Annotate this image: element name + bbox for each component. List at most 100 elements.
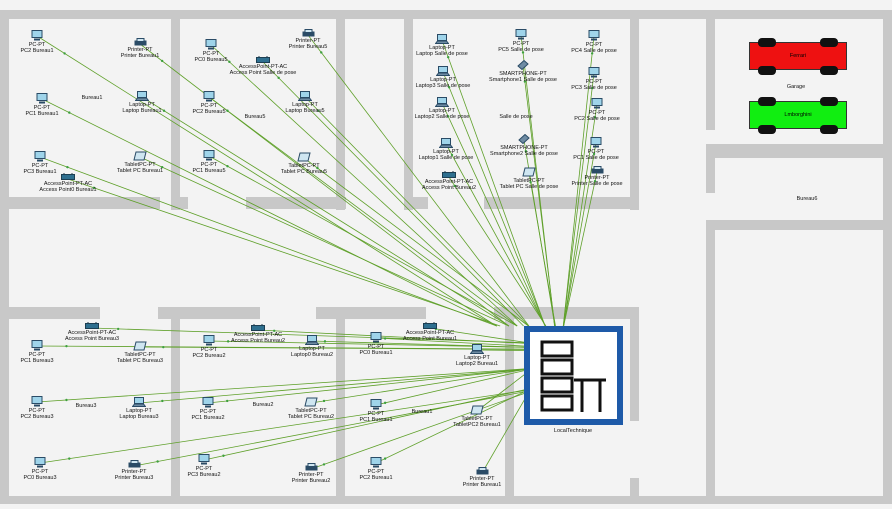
printer-icon <box>437 467 527 475</box>
link-status-dot <box>65 344 68 348</box>
link-laptop-salle <box>441 39 546 327</box>
device-model: TabletPC-PT <box>461 416 493 422</box>
pc-icon <box>166 39 256 50</box>
device-label: Access Point Bureau2 <box>421 185 477 192</box>
device-label: TabletPC2 Bureau1 <box>453 422 501 429</box>
pc-icon <box>164 150 254 161</box>
device-model: Laptop-PT <box>433 149 459 155</box>
link-status-dot <box>383 401 387 405</box>
pc-icon <box>331 332 421 343</box>
room-label-bureau2: Bureau2 <box>252 402 274 408</box>
pc-icon <box>551 137 641 148</box>
link-status-dot <box>92 186 96 190</box>
link-laptop-bureau5 <box>304 96 529 327</box>
link-status-dot <box>160 165 164 169</box>
wall <box>336 307 345 504</box>
link-status-dot <box>228 60 231 64</box>
link-status-dot <box>226 340 230 343</box>
link-pc3-salle <box>562 72 595 327</box>
link-pc0-bureau3 <box>39 389 529 464</box>
link-status-dot <box>68 457 71 460</box>
car-ferrari[interactable]: Ferrari <box>749 38 847 75</box>
device-label: Smartphone2 Salle de pose <box>490 151 558 158</box>
pc-icon <box>159 454 249 465</box>
device-label: Tablet PC Bureau3 <box>116 358 164 365</box>
device-model: PC-PT <box>512 41 530 47</box>
server-local-technique[interactable] <box>524 326 623 425</box>
device-model: Printer-PT <box>584 175 610 181</box>
link-status-dot <box>322 399 326 403</box>
device-label: PC4 Salle de pose <box>571 48 617 55</box>
device-model: Laptop-PT <box>429 108 455 114</box>
device-model: PC-PT <box>202 51 220 57</box>
device-model: PC-PT <box>33 105 51 111</box>
device-model: TabletPC-PT <box>295 408 327 414</box>
device-label: PC5 Salle de pose <box>498 47 544 54</box>
device-label: PC3 Bureau1 <box>23 169 57 176</box>
device-label: PC1 Bureau1 <box>25 111 59 118</box>
ap-icon <box>218 56 308 63</box>
wall <box>0 10 9 500</box>
tablet-icon <box>484 167 574 177</box>
wall <box>404 10 413 210</box>
link-status-dot <box>226 109 229 112</box>
car-lamborghini[interactable]: Lmborghini <box>749 97 847 134</box>
device-label: PC1 Bureau5 <box>192 168 226 175</box>
link-status-dot <box>383 457 387 460</box>
link-status-dot <box>162 109 166 112</box>
device-label: PC0 Bureau1 <box>359 350 393 357</box>
wheel-icon <box>820 38 838 47</box>
device-label: Access Point Salle de pose <box>229 70 297 77</box>
